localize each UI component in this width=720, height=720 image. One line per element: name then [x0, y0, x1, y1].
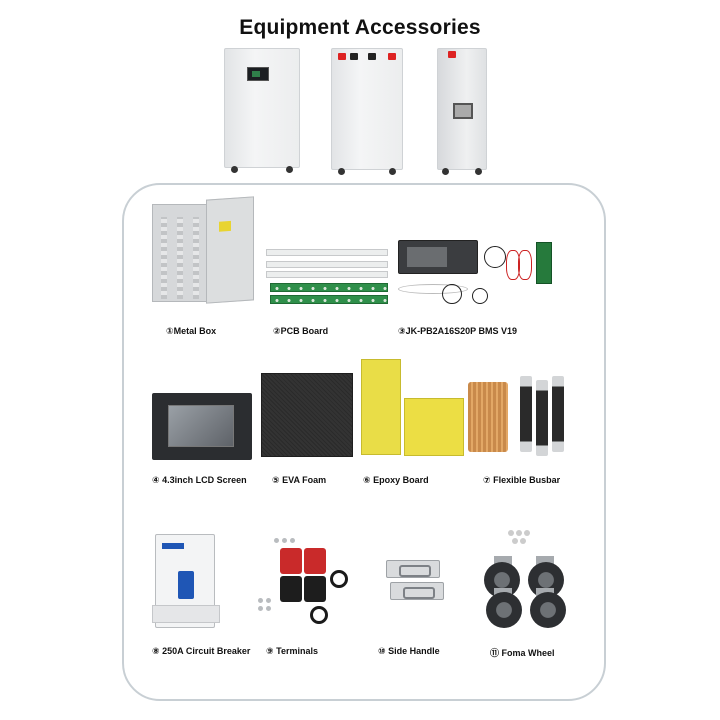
- bms-image: [394, 236, 564, 308]
- battery-cabinet-side-image: [437, 48, 487, 175]
- accessories-panel: [122, 183, 606, 701]
- side-handle-icon: [453, 103, 473, 119]
- epoxy-board-image: [404, 398, 464, 456]
- battery-cabinet-back-image: [331, 48, 403, 175]
- positive-terminal-icon: [388, 53, 396, 60]
- foma-wheel-image: [478, 528, 574, 628]
- negative-terminal-icon: [350, 53, 358, 60]
- accessory-label-metal-box: ①Metal Box: [166, 326, 217, 336]
- accessory-label-circuit-breaker: ⑧ 250A Circuit Breaker: [152, 646, 251, 656]
- lcd-screen-image: [152, 393, 252, 460]
- accessory-label-terminals: ⑨ Terminals: [266, 646, 318, 656]
- pcb-board-image: [260, 245, 390, 305]
- accessory-label-foma-wheel: ⑪ Foma Wheel: [490, 648, 555, 658]
- caster-icon: [286, 166, 293, 173]
- caster-icon: [475, 168, 482, 175]
- accessory-label-bms: ③JK-PB2A16S20P BMS V19: [398, 326, 518, 336]
- accessory-label-side-handle: ⑩ Side Handle: [378, 646, 440, 656]
- circuit-breaker-image: [152, 534, 220, 628]
- positive-terminal-icon: [448, 51, 456, 58]
- port-icon: [368, 53, 376, 60]
- accessory-label-epoxy-board: ⑥ Epoxy Board: [363, 475, 429, 485]
- flexible-busbar-image: [466, 376, 576, 460]
- page-title: Equipment Accessories: [239, 16, 481, 39]
- accessory-label-flexible-busbar: ⑦ Flexible Busbar: [483, 475, 561, 485]
- positive-terminal-icon: [338, 53, 346, 60]
- caster-icon: [231, 166, 238, 173]
- battery-cabinet-front-image: [224, 48, 300, 173]
- cabinet-display-icon: [247, 67, 269, 81]
- metal-box-image: [152, 196, 256, 304]
- side-handle-image: [386, 560, 444, 602]
- terminals-image: [254, 536, 354, 628]
- accessory-label-pcb-board: ②PCB Board: [273, 326, 329, 336]
- accessory-label-eva-foam: ⑤ EVA Foam: [272, 475, 327, 485]
- caster-icon: [338, 168, 345, 175]
- caster-icon: [389, 168, 396, 175]
- eva-foam-image: [261, 373, 353, 457]
- epoxy-board-image: [361, 359, 401, 455]
- accessory-label-lcd-screen: ④ 4.3inch LCD Screen: [152, 475, 247, 485]
- caster-icon: [442, 168, 449, 175]
